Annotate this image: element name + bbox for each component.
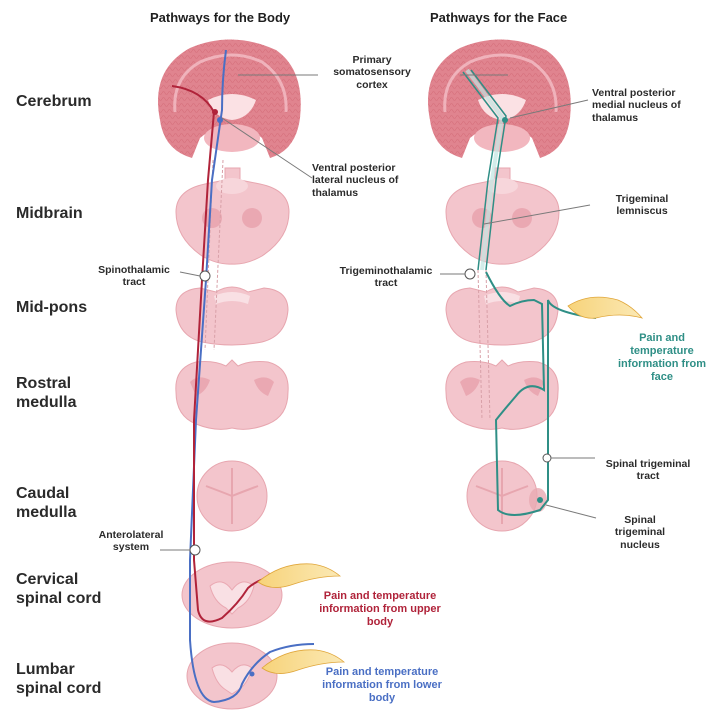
red-pathway-line (172, 86, 318, 622)
source-face: Pain and temperature information from fa… (614, 332, 707, 384)
pons-face (446, 287, 558, 345)
level-lumbar-spinal-cord: Lumbar spinal cord (16, 660, 101, 698)
source-lower-body: Pain and temperature information from lo… (300, 666, 464, 705)
level-cervical-spinal-cord: Cervical spinal cord (16, 570, 101, 608)
callout-vpl-thalamus: Ventral posterior lateral nucleus of tha… (312, 162, 432, 199)
rostral-medulla-face (446, 360, 558, 429)
callout-spinal-trigeminal-nucleus: Spinal trigeminal nucleus (590, 514, 690, 551)
callout-spinothalamic-tract: Spinothalamic tract (84, 264, 184, 289)
caudal-medulla-face (467, 461, 547, 531)
callout-primary-somatosensory-cortex: Primary somatosensory cortex (312, 54, 432, 91)
level-cerebrum: Cerebrum (16, 92, 92, 111)
callout-trigeminothalamic-tract: Trigeminothalamic tract (326, 265, 446, 290)
cerebrum-body (158, 39, 301, 158)
midbrain-body (176, 168, 289, 264)
callout-spinal-trigeminal-tract: Spinal trigeminal tract (592, 458, 704, 483)
callout-vpm-thalamus: Ventral posterior medial nucleus of thal… (592, 87, 704, 124)
pons-body (176, 287, 288, 345)
level-caudal-medulla: Caudal medulla (16, 484, 76, 522)
caudal-medulla-body (197, 461, 267, 531)
midbrain-face (446, 168, 559, 264)
rostral-medulla-body (176, 360, 288, 429)
level-midpons: Mid-pons (16, 298, 87, 317)
level-midbrain: Midbrain (16, 204, 83, 223)
lumbar-cord (187, 643, 277, 709)
face-column-title: Pathways for the Face (430, 10, 567, 25)
callout-trigeminal-lemniscus: Trigeminal lemniscus (592, 193, 692, 218)
source-upper-body: Pain and temperature information from up… (300, 590, 460, 629)
callout-anterolateral-system: Anterolateral system (86, 529, 176, 554)
level-rostral-medulla: Rostral medulla (16, 374, 76, 412)
body-column-title: Pathways for the Body (150, 10, 290, 25)
